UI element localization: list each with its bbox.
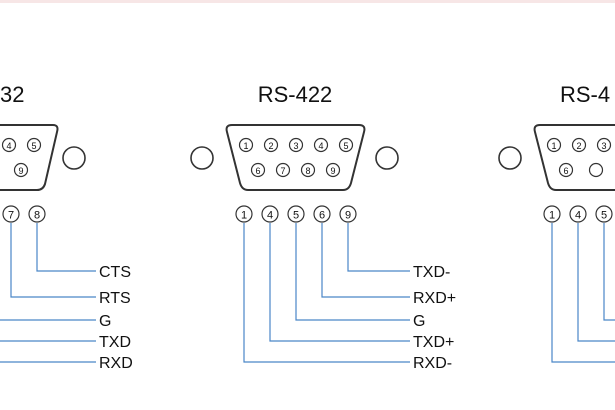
connector-pin-label: 4 (6, 141, 11, 151)
wire-rxd-plus (321, 223, 410, 298)
db9-shell-rs232 (0, 124, 59, 191)
connector-pin-label: 5 (31, 141, 36, 151)
connector-pin: 3 (596, 137, 612, 153)
pin-row-item: 9 (339, 205, 357, 223)
wire-pin1 (551, 223, 615, 363)
pin-row-label: 8 (34, 210, 40, 222)
connector-pin-label: 9 (18, 166, 23, 176)
wire-g (295, 223, 410, 321)
connector-pin: 4 (313, 137, 329, 153)
pin-row-label: 6 (319, 210, 325, 222)
connector-pin: 9 (325, 162, 341, 178)
signal-label: RTS (99, 290, 131, 307)
connector-pin-label: 6 (255, 166, 260, 176)
db9-shell-rs485 (533, 124, 615, 191)
signal-label: RXD- (413, 355, 452, 372)
pin-row-item: 6 (313, 205, 331, 223)
connector-rs422: RS-422 1 2 3 4 5 6 (190, 82, 456, 372)
connector-rs485: RS-4 1 2 3 6 1 4 5 (498, 82, 615, 363)
signal-label: TXD+ (413, 334, 454, 351)
wire-pin4 (577, 223, 615, 342)
pin-row-label: 9 (345, 210, 351, 222)
title-rs485: RS-4 (560, 82, 610, 107)
connector-pin-label: 2 (576, 141, 581, 151)
signal-label: CTS (99, 264, 131, 281)
connector-pin-label: 6 (563, 166, 568, 176)
connector-pin: 9 (13, 162, 29, 178)
title-rs422: RS-422 (258, 82, 333, 107)
connector-pin-label: 2 (268, 141, 273, 151)
wire-rxd-minus (243, 223, 410, 363)
mounting-hole-rs422-left (190, 146, 214, 170)
connector-pin: 1 (238, 137, 254, 153)
pin-row-item: 4 (261, 205, 279, 223)
connector-pin: 7 (275, 162, 291, 178)
pin-row-label: 5 (293, 210, 299, 222)
pin-row-label: 7 (8, 210, 14, 222)
title-rs232: 32 (0, 82, 24, 107)
connector-pin: 2 (263, 137, 279, 153)
mounting-hole-rs422-right (375, 146, 399, 170)
signal-label: RXD (99, 355, 133, 372)
connector-pin-partial (588, 162, 604, 178)
connector-pin: 6 (558, 162, 574, 178)
connector-pin-label: 7 (280, 166, 285, 176)
connector-pin-label: 3 (293, 141, 298, 151)
pin-row-item: 4 (569, 205, 587, 223)
connector-rs232: 32 4 5 9 7 8 (0, 82, 133, 372)
connector-pin-label: 5 (343, 141, 348, 151)
connector-pin-label: 8 (305, 166, 310, 176)
signal-label: TXD- (413, 264, 450, 281)
connector-pin: 3 (288, 137, 304, 153)
signal-label: G (99, 313, 111, 330)
wire-rts (10, 223, 96, 298)
wire-txd-plus (269, 223, 410, 342)
connector-pin: 2 (571, 137, 587, 153)
signal-label: RXD+ (413, 290, 456, 307)
pin-row-item: 8 (28, 205, 46, 223)
pin-row-item: 1 (543, 205, 561, 223)
pin-row-item: 5 (287, 205, 305, 223)
pin-row-label: 5 (601, 210, 607, 222)
connector-pin: 5 (338, 137, 354, 153)
pin-row-label: 1 (241, 210, 247, 222)
pin-row-item: 7 (2, 205, 20, 223)
db9-shell-rs422 (225, 124, 366, 191)
connector-pin-label: 1 (243, 141, 248, 151)
signal-label: G (413, 313, 425, 330)
pin-row-label: 4 (267, 210, 273, 222)
pin-row-label: 1 (549, 210, 555, 222)
wire-txd-minus (347, 223, 410, 272)
connector-pin-label: 9 (330, 166, 335, 176)
mounting-hole-rs485-left (498, 146, 522, 170)
connector-pin: 5 (26, 137, 42, 153)
connector-pin: 1 (546, 137, 562, 153)
pin-row-item: 5 (595, 205, 613, 223)
wire-cts (36, 223, 96, 272)
top-band (0, 0, 615, 3)
connector-pin-label: 3 (601, 141, 606, 151)
wire-pin5 (603, 223, 615, 321)
connector-pin: 4 (1, 137, 17, 153)
connector-pin-label: 4 (318, 141, 323, 151)
signal-label: TXD (99, 334, 131, 351)
pin-row-label: 4 (575, 210, 581, 222)
connector-pin: 6 (250, 162, 266, 178)
mounting-hole-rs232-right (62, 146, 86, 170)
connector-pin-label: 1 (551, 141, 556, 151)
pin-row-item: 1 (235, 205, 253, 223)
connector-pin: 8 (300, 162, 316, 178)
